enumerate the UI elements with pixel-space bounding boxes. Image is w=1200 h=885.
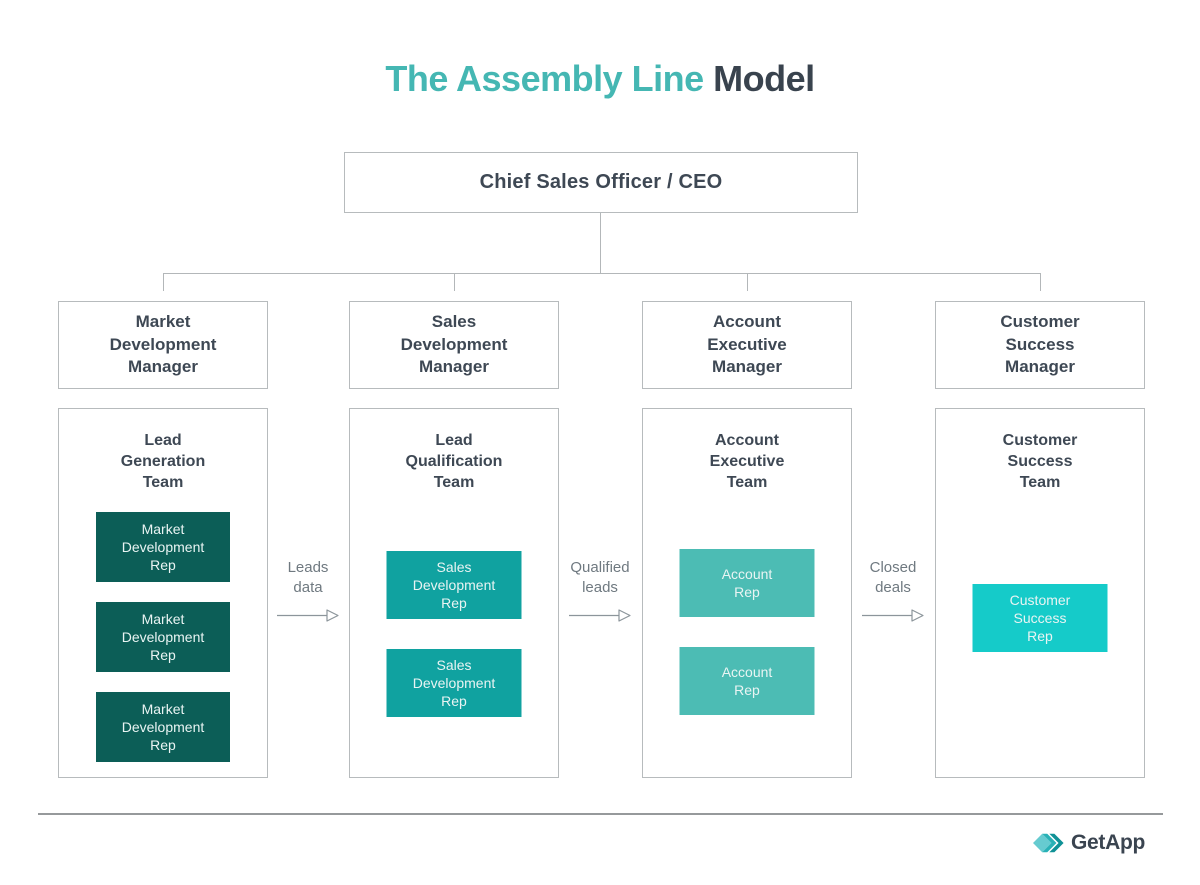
title-highlight: The Assembly Line xyxy=(385,58,714,99)
getapp-logo-icon xyxy=(1032,833,1064,853)
flow-label: Closed deals xyxy=(869,559,917,596)
rep-box: Market Development Rep xyxy=(96,692,230,762)
manager-label: Account Executive Manager xyxy=(707,312,787,377)
rep-box: Customer Success Rep xyxy=(972,584,1108,652)
flow-qualified-leads: Qualified leads xyxy=(550,558,650,628)
node-label: Chief Sales Officer / CEO xyxy=(479,171,723,193)
right-arrow-icon xyxy=(569,609,631,622)
team-box: Account Executive Team Account Rep Accou… xyxy=(642,408,852,778)
connector-drop xyxy=(454,274,455,291)
connector-root-stem xyxy=(600,213,601,273)
team-title: Lead Qualification Team xyxy=(405,432,503,492)
team-box: Customer Success Team Customer Success R… xyxy=(935,408,1145,778)
node-chief-sales-officer: Chief Sales Officer / CEO xyxy=(344,152,858,213)
manager-box: Customer Success Manager xyxy=(935,301,1145,389)
team-title: Customer Success Team xyxy=(1002,432,1078,492)
brand-name: GetApp xyxy=(1070,831,1145,854)
flow-leads-data: Leads data xyxy=(258,558,358,628)
rep-box: Sales Development Rep xyxy=(386,649,522,717)
flow-closed-deals: Closed deals xyxy=(843,558,943,628)
title-rest: Model xyxy=(713,58,815,99)
flow-label: Qualified leads xyxy=(570,559,630,596)
team-title: Account Executive Team xyxy=(709,432,785,492)
column-market-development: Market Development Manager Lead Generati… xyxy=(58,301,268,778)
manager-box: Account Executive Manager xyxy=(642,301,852,389)
manager-label: Customer Success Manager xyxy=(1000,312,1080,377)
page-title: The Assembly Line Model xyxy=(0,58,1200,100)
rep-box: Market Development Rep xyxy=(96,512,230,582)
rep-box: Market Development Rep xyxy=(96,602,230,672)
connector-drop xyxy=(1040,274,1041,291)
rep-box: Account Rep xyxy=(679,647,815,715)
flow-label: Leads data xyxy=(287,559,329,596)
footer-divider xyxy=(38,813,1163,815)
rep-box: Account Rep xyxy=(679,549,815,617)
manager-box: Market Development Manager xyxy=(58,301,268,389)
team-box: Lead Qualification Team Sales Developmen… xyxy=(349,408,559,778)
team-title: Lead Generation Team xyxy=(120,432,206,492)
connector-horizontal-span xyxy=(163,273,1041,274)
column-customer-success: Customer Success Manager Customer Succes… xyxy=(935,301,1145,778)
team-box: Lead Generation Team Market Development … xyxy=(58,408,268,778)
getapp-logo: GetApp xyxy=(1032,830,1145,856)
manager-label: Sales Development Manager xyxy=(400,312,508,377)
column-sales-development: Sales Development Manager Lead Qualifica… xyxy=(349,301,559,778)
connector-drop xyxy=(747,274,748,291)
manager-box: Sales Development Manager xyxy=(349,301,559,389)
connector-drop xyxy=(163,274,164,291)
right-arrow-icon xyxy=(862,609,924,622)
column-account-executive: Account Executive Manager Account Execut… xyxy=(642,301,852,778)
rep-box: Sales Development Rep xyxy=(386,551,522,619)
right-arrow-icon xyxy=(277,609,339,622)
manager-label: Market Development Manager xyxy=(109,312,217,377)
